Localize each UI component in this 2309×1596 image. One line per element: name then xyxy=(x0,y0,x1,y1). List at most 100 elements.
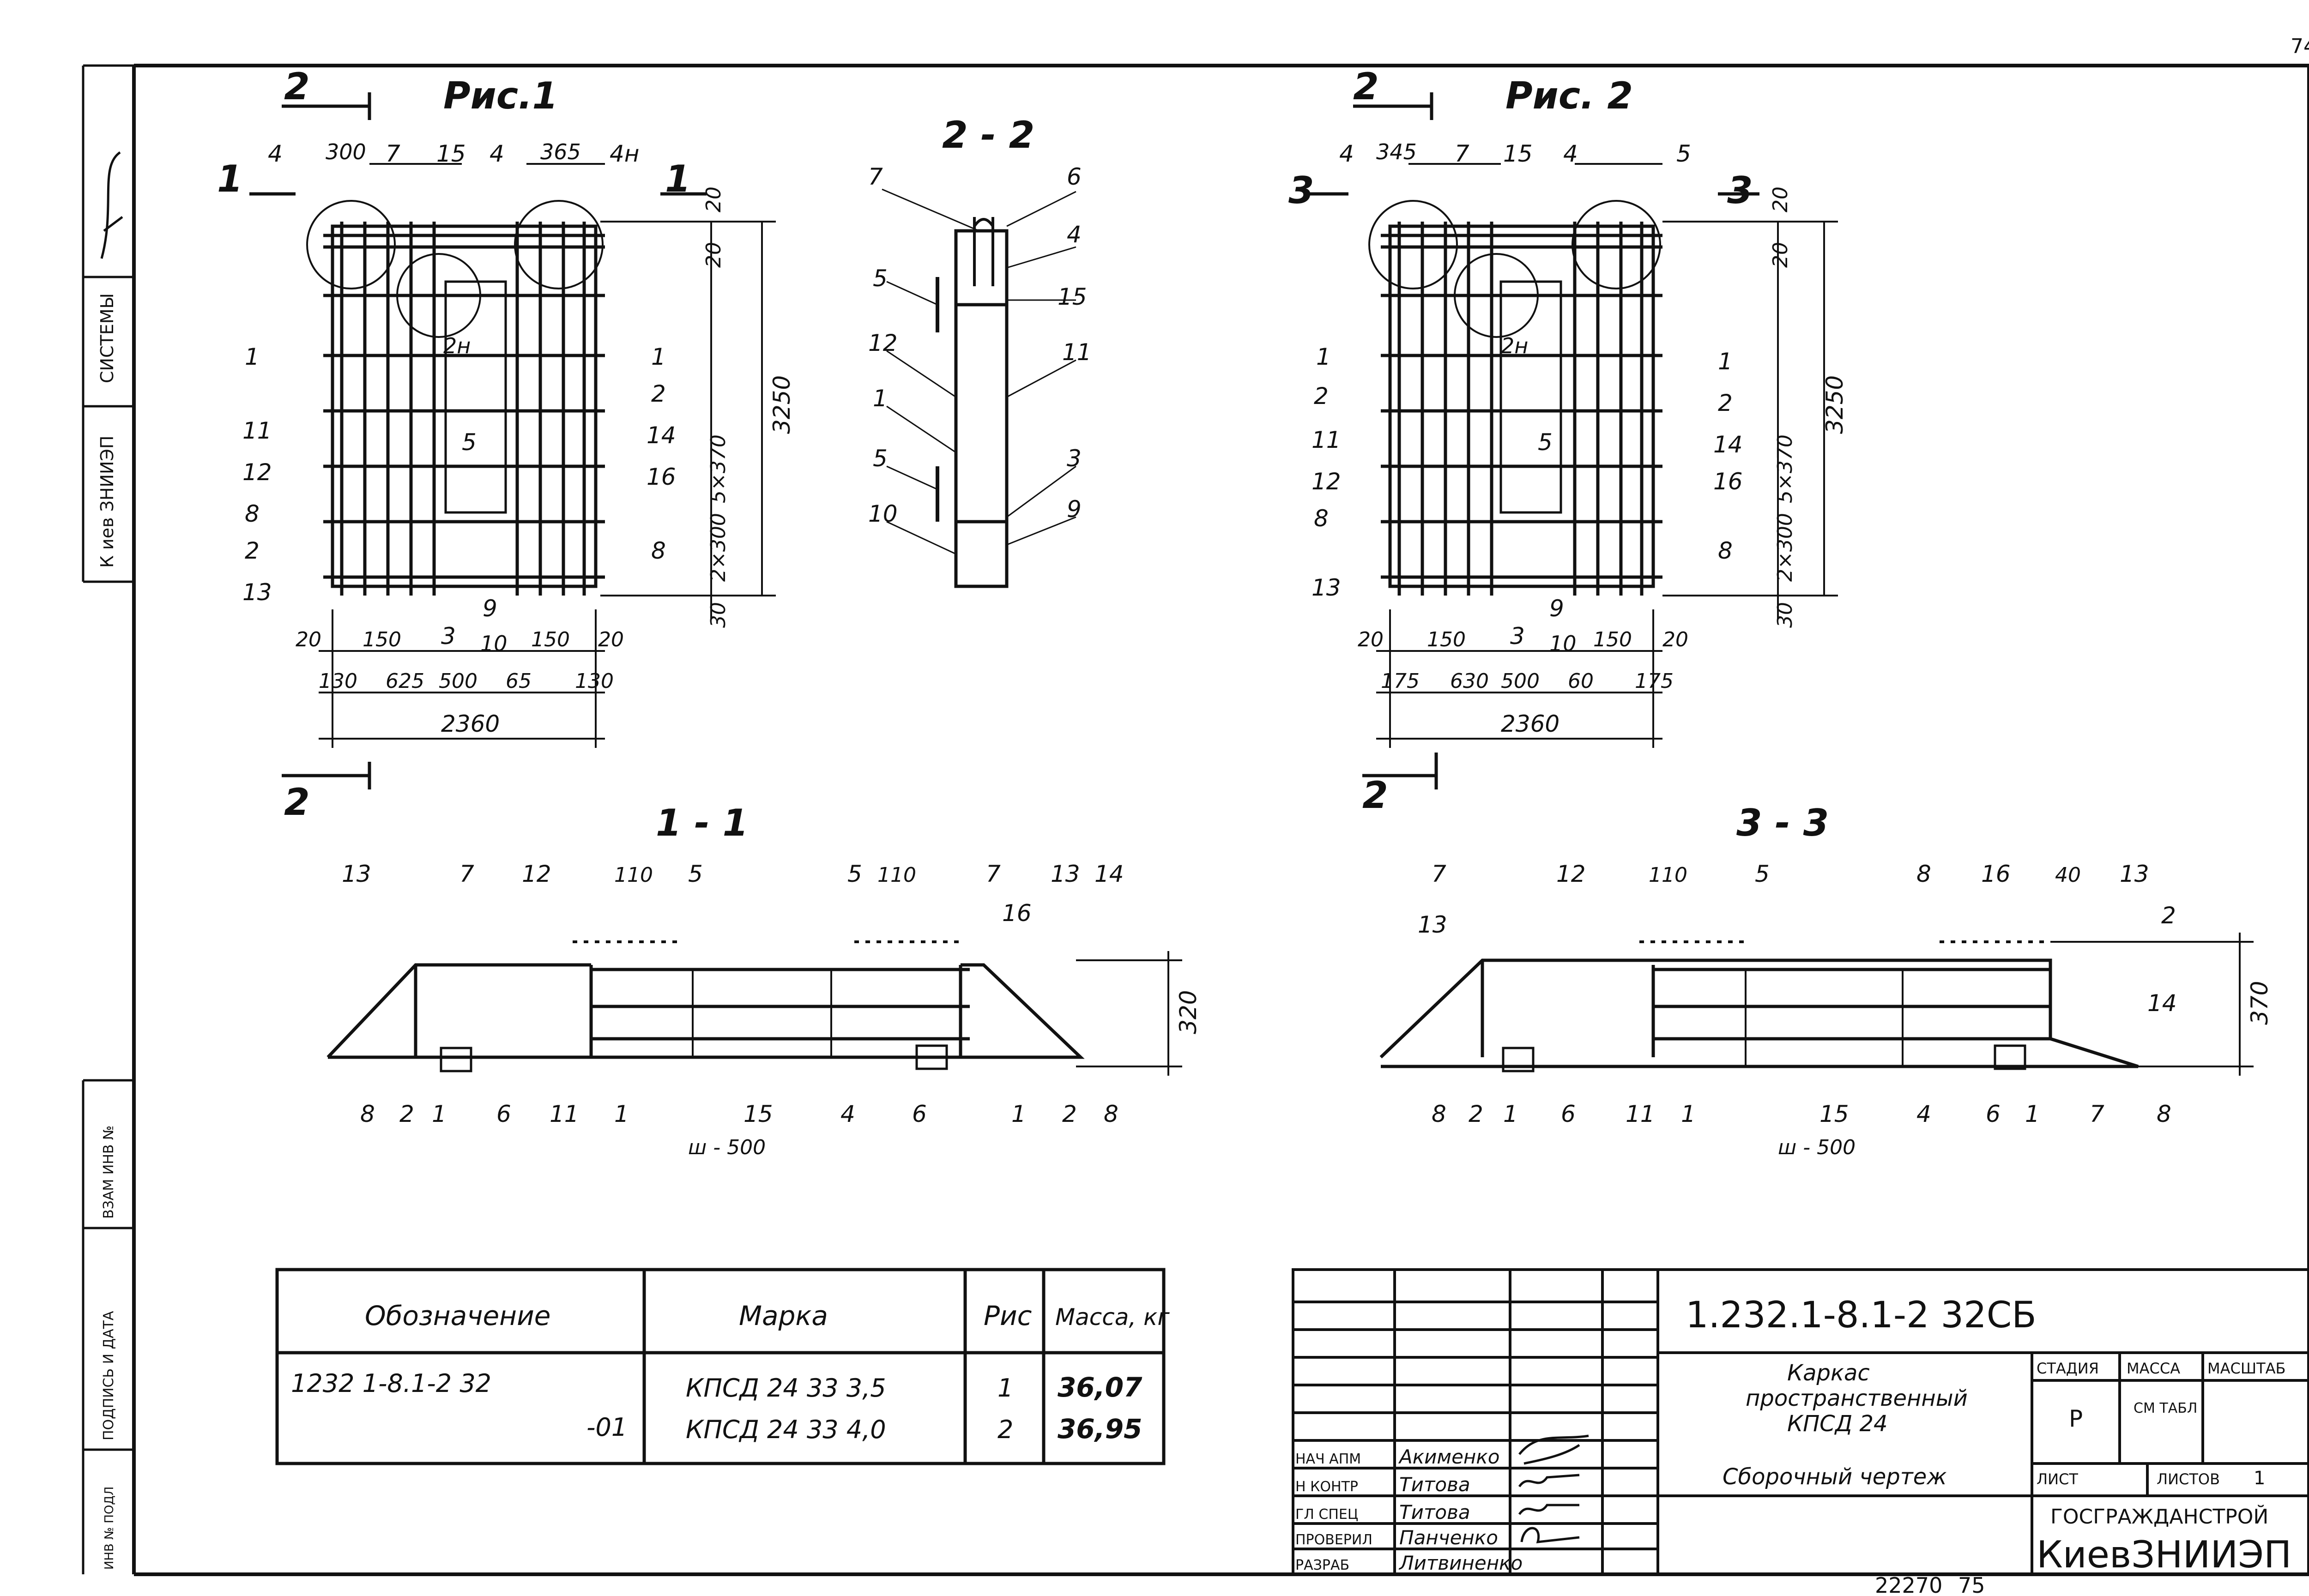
fig2-left-label: 12 xyxy=(1312,468,1341,495)
fig2-right-label: 2 xyxy=(1718,390,1733,416)
fig2-top-label: 5 xyxy=(1676,140,1691,167)
sheet-label: ЛИСТ xyxy=(2037,1470,2078,1488)
fig1-inner-label: 9 xyxy=(483,595,497,622)
section11-top-label: 110 xyxy=(614,863,653,887)
fig1-section-mark-right: 1 xyxy=(665,157,691,200)
section33-spacing: ш - 500 xyxy=(1778,1136,1856,1159)
section33-bottom-label: 8 xyxy=(1432,1101,1446,1127)
sheets-label: ЛИСТОВ xyxy=(2157,1470,2220,1488)
mass-note: СМ ТАБЛ xyxy=(2134,1400,2197,1416)
section11-top-label: 110 xyxy=(877,863,916,887)
fig2-right-dim: 5×370 xyxy=(1773,434,1797,503)
fig2-right-label: 16 xyxy=(1713,468,1743,495)
section22-leaders xyxy=(882,188,1076,555)
sheets-count: 1 xyxy=(2254,1468,2265,1489)
section33-top-label: 13 xyxy=(1418,911,1447,938)
section11-bottom-label: 8 xyxy=(360,1101,375,1127)
person-name: Титова xyxy=(1399,1501,1470,1524)
fig2-top-label: 4 xyxy=(1563,140,1578,167)
fig1-top-dim: 365 xyxy=(540,139,581,164)
drawing-code: 1.232.1-8.1-2 32СБ xyxy=(1686,1295,2037,1336)
fig2-right-label: 1 xyxy=(1718,348,1733,375)
fig1-top-label: 7 xyxy=(386,140,400,167)
figure-1: Рис.1 xyxy=(217,65,795,824)
fig2-left-label: 1 xyxy=(1316,343,1331,370)
fig2-inner-label: 3 xyxy=(1510,623,1525,650)
section11-top-label: 14 xyxy=(1094,861,1124,887)
fig1-bottom-dim: 625 xyxy=(386,669,424,693)
section33-top-label: 110 xyxy=(1649,863,1687,887)
fig1-left-label: 2 xyxy=(245,537,260,564)
spec-header-mark: Марка xyxy=(739,1300,828,1331)
drawing-name-line: пространственный xyxy=(1746,1385,1968,1411)
drawing-name-line: КПСД 24 xyxy=(1787,1411,1888,1437)
fig1-section-mark-left: 1 xyxy=(217,157,243,200)
fig1-inner-label: 5 xyxy=(462,429,477,456)
section33-top-label: 13 xyxy=(2120,861,2149,887)
fig2-inner-label: 10 xyxy=(1549,631,1577,656)
section33-bottom-label: 15 xyxy=(1819,1101,1849,1127)
fig1-left-label: 12 xyxy=(242,459,272,486)
section11-top-label: 5 xyxy=(847,861,862,887)
section33-top-label: 5 xyxy=(1755,861,1770,887)
fig2-right-dim: 30 xyxy=(1773,602,1797,628)
section33-bottom-label: 11 xyxy=(1626,1101,1655,1127)
fig1-overall-width: 2360 xyxy=(441,711,500,737)
section33-bottom-label: 4 xyxy=(1916,1101,1931,1127)
section11-top-label: 5 xyxy=(688,861,703,887)
section22-right-label: 3 xyxy=(1067,445,1082,472)
section33-title: 3 - 3 xyxy=(1736,801,1829,844)
fig2-left-label: 8 xyxy=(1314,505,1329,532)
drawing-name-line: Каркас xyxy=(1787,1360,1870,1386)
fig2-bottom-dim: 175 xyxy=(1381,669,1420,693)
section33-bottom-label: 6 xyxy=(1561,1101,1576,1127)
fig2-top-dim: 345 xyxy=(1376,139,1417,164)
section11-bottom-label: 15 xyxy=(743,1101,773,1127)
section33-top-label: 12 xyxy=(1556,861,1586,887)
spec-row-designation: 1232 1-8.1-2 32 xyxy=(291,1369,491,1398)
fig2-bottom-dim: 150 xyxy=(1427,628,1466,651)
signatures xyxy=(1518,1434,1589,1543)
side-stamps: СИСТЕМЫ К иев ЗНИИЭП ВЗАМ ИНВ № ПОДПИСЬ … xyxy=(97,151,123,1570)
fig2-inner-label: 9 xyxy=(1549,595,1564,622)
spec-row-designation: -01 xyxy=(586,1413,627,1442)
fig2-right-dim: 3250 xyxy=(1821,375,1848,434)
person-role: ГЛ СПЕЦ xyxy=(1295,1506,1358,1523)
fig2-section-mark-top: 2 xyxy=(1353,65,1379,108)
fig2-right-dim: 20 xyxy=(1769,242,1792,268)
side-systems-label: СИСТЕМЫ xyxy=(97,293,117,383)
fig1-right-dim: 20 xyxy=(702,187,725,212)
fig1-right-dim: 20 xyxy=(702,242,725,268)
section22-right-label: 6 xyxy=(1067,163,1082,190)
section11-bottom-label: 8 xyxy=(1104,1101,1118,1127)
fig1-left-label: 13 xyxy=(242,579,272,606)
fig2-overall-width: 2360 xyxy=(1501,711,1559,737)
fig1-right-label: 14 xyxy=(647,422,676,449)
section-2-2: 2 - 2 7 5 12 1 5 10 6 xyxy=(868,114,1092,588)
spec-header-fig: Рис xyxy=(984,1300,1032,1331)
mass-header: МАССА xyxy=(2127,1360,2180,1377)
person-name: Акименко xyxy=(1398,1445,1499,1468)
person-name: Литвиненко xyxy=(1398,1552,1523,1574)
org-name-1: ГОСГРАЖДАНСТРОЙ xyxy=(2050,1504,2268,1529)
spec-row-mark: КПСД 24 33 4,0 xyxy=(686,1415,886,1444)
section33-top-label: 8 xyxy=(1916,861,1931,887)
section33-top-label: 2 xyxy=(2161,902,2176,929)
section11-bottom-label: 2 xyxy=(1062,1101,1077,1127)
fig2-section-mark-left: 3 xyxy=(1288,169,1314,212)
section11-spacing: ш - 500 xyxy=(688,1136,766,1159)
figure-2: Рис. 2 xyxy=(1288,65,1848,817)
fig1-right-dim: 30 xyxy=(707,602,730,628)
fig1-right-dim: 5×370 xyxy=(707,434,730,503)
fig1-left-label: 11 xyxy=(242,417,272,444)
fig2-bottom-dim: 175 xyxy=(1635,669,1674,693)
fig2-left-label: 13 xyxy=(1312,574,1341,601)
section11-bottom-label: 1 xyxy=(432,1101,447,1127)
fig1-inner-label: 10 xyxy=(480,631,508,656)
spec-row-mark: КПСД 24 33 3,5 xyxy=(686,1373,886,1403)
side-institute-label: К иев ЗНИИЭП xyxy=(97,435,117,568)
person-role: ПРОВЕРИЛ xyxy=(1295,1532,1372,1548)
section22-right-label: 15 xyxy=(1058,283,1087,310)
stage-header: СТАДИЯ xyxy=(2037,1360,2099,1377)
org-name-2: КиевЗНИИЭП xyxy=(2037,1533,2291,1576)
